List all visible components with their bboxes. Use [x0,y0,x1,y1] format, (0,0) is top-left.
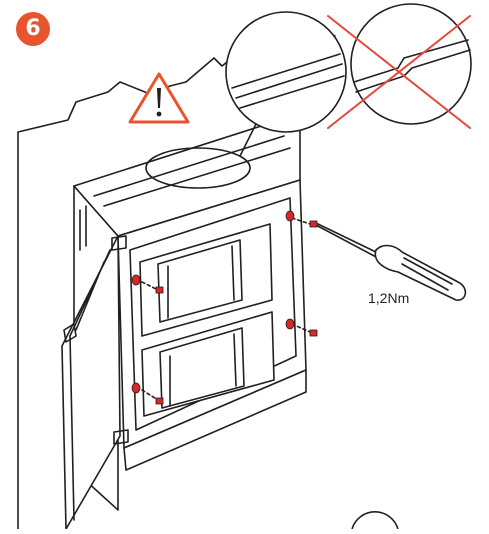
enclosure-bottom-lip [123,369,307,471]
screw-hole-lower-right [285,318,295,330]
cross-mark-icon [327,15,471,129]
screw-hole-lower-left [131,382,141,394]
partial-detail-circle [351,511,399,530]
screw-lower-left [155,397,164,405]
torque-label: 1,2Nm [368,290,410,306]
screw-upper-right [309,220,318,228]
door-hinge-top [111,235,127,251]
enclosure-top-inner [93,135,291,207]
mounting-screws [131,210,318,405]
door-hinge-bottom [113,429,129,445]
lower-compartment [141,311,275,417]
lower-rail [159,327,245,409]
upper-compartment [139,223,273,337]
screwdriver-icon [313,223,467,301]
screw-axis-lines [141,217,311,401]
screw-hole-upper-right [285,210,295,222]
screw-lower-right [309,329,318,337]
screw-upper-left [155,286,164,294]
step-number-badge: 6 [16,12,50,46]
door-inner-edge [69,249,111,521]
enclosure-side-slot [79,205,87,251]
door-latch [63,323,77,343]
screw-hole-upper-left [131,274,141,286]
warning-triangle-icon [128,72,190,124]
highlight-ellipse [145,147,251,189]
detail-magnifier-incorrect-crossed [350,3,472,125]
upper-rail [157,239,243,323]
enclosure-frame-inner [129,197,297,431]
detail-magnifier-correct [225,11,347,133]
